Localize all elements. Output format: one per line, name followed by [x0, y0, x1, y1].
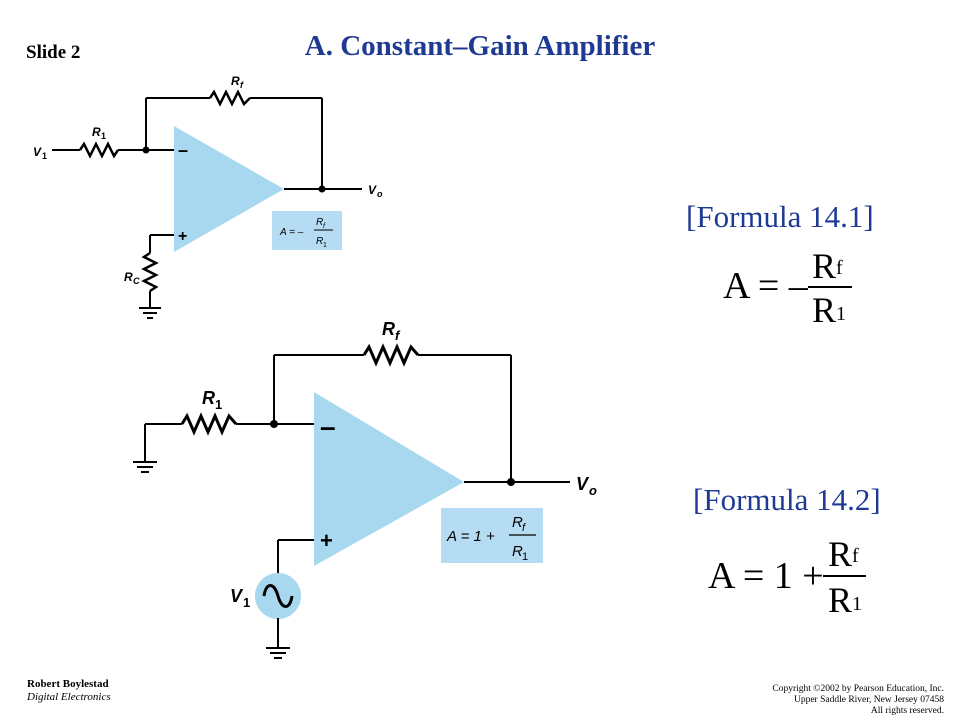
- svg-text:1: 1: [522, 551, 528, 563]
- resistor-rf-1: [208, 89, 251, 107]
- formula-14-1-label: [Formula 14.1]: [686, 199, 874, 234]
- svg-text:1: 1: [323, 242, 327, 249]
- rf-label-2: R: [382, 319, 395, 339]
- opamp-2-minus: –: [320, 411, 336, 442]
- v1-label-2-sub: 1: [243, 595, 250, 610]
- svg-text:A = 1 +: A = 1 +: [708, 555, 824, 597]
- vo-label-1: V: [368, 183, 377, 197]
- ground-3: [266, 647, 290, 659]
- svg-text:R: R: [316, 217, 323, 228]
- vo-label-2: V: [576, 474, 590, 494]
- author-name: Robert Boylestad: [27, 678, 109, 690]
- svg-text:f: f: [836, 257, 843, 279]
- svg-text:f: f: [323, 223, 326, 230]
- copyright-line-3: All rights reserved.: [870, 706, 944, 716]
- rf-label-1: R: [231, 74, 240, 88]
- vo-label-2-sub: o: [589, 483, 597, 498]
- svg-text:A = –: A = –: [279, 227, 304, 238]
- v1-label-1-sub: 1: [42, 151, 47, 161]
- formula-14-2: A = 1 + R f R 1: [708, 534, 866, 620]
- v1-label-1: V: [33, 145, 42, 159]
- inverting-amplifier-circuit: [52, 89, 362, 319]
- opamp-1-minus: –: [178, 140, 188, 160]
- svg-text:1: 1: [852, 593, 862, 615]
- resistor-rc-1: [141, 251, 159, 293]
- slide-number: Slide 2: [26, 42, 81, 63]
- svg-text:f: f: [852, 545, 859, 567]
- vo-label-1-sub: o: [377, 189, 383, 199]
- rf-label-1-sub: f: [240, 80, 244, 90]
- slide-title: A. Constant–Gain Amplifier: [304, 30, 656, 62]
- resistor-r1-1: [78, 141, 120, 159]
- v1-label-2: V: [230, 586, 244, 606]
- svg-text:A = 1 +: A = 1 +: [446, 528, 495, 545]
- r1-label-1-sub: 1: [101, 131, 106, 141]
- rc-label-1-sub: C: [133, 276, 140, 286]
- ground-1: [139, 307, 161, 319]
- rc-label-1: R: [124, 270, 133, 284]
- svg-text:R: R: [812, 246, 836, 286]
- copyright-line-2: Upper Saddle River, New Jersey 07458: [793, 695, 944, 705]
- noninverting-amplifier-circuit: [133, 343, 570, 659]
- svg-text:R: R: [512, 543, 523, 560]
- footer-author: Robert Boylestad Digital Electronics: [27, 678, 111, 704]
- resistor-r1-2: [180, 412, 238, 436]
- book-title: Digital Electronics: [27, 691, 111, 703]
- opamp-2-plus: +: [320, 528, 333, 553]
- svg-text:R: R: [316, 236, 323, 247]
- gain-box-2: A = 1 + R f R 1: [441, 508, 543, 563]
- opamp-1-plus: +: [178, 228, 187, 245]
- r1-label-1: R: [92, 125, 101, 139]
- formula-14-1: A = – R f R 1: [723, 246, 852, 330]
- formula-14-2-label: [Formula 14.2]: [693, 482, 881, 517]
- r1-label-2: R: [202, 388, 215, 408]
- svg-text:A = –: A = –: [723, 265, 809, 307]
- opamp-1-triangle: [174, 126, 284, 252]
- svg-text:R: R: [828, 534, 852, 574]
- svg-text:1: 1: [836, 303, 846, 325]
- svg-text:R: R: [512, 514, 523, 531]
- svg-text:R: R: [812, 290, 836, 330]
- footer-copyright: Copyright ©2002 by Pearson Education, In…: [772, 684, 944, 717]
- rf-label-2-sub: f: [395, 328, 401, 343]
- opamp-2-triangle: [314, 392, 464, 566]
- gain-box-1: A = – R f R 1: [272, 211, 342, 250]
- r1-label-2-sub: 1: [215, 397, 222, 412]
- resistor-rf-2: [362, 343, 420, 367]
- svg-text:R: R: [828, 580, 852, 620]
- ground-2: [133, 461, 157, 473]
- copyright-line-1: Copyright ©2002 by Pearson Education, In…: [772, 684, 944, 694]
- svg-text:f: f: [522, 522, 526, 534]
